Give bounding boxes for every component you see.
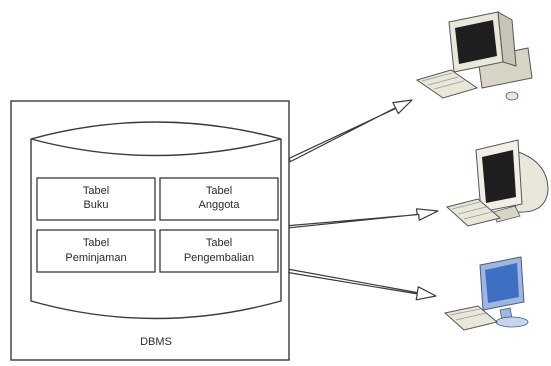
table-label-line1: Tabel <box>83 185 109 197</box>
lcd-monitor-computer-icon <box>443 256 529 331</box>
desktop-computer-icon <box>415 11 533 101</box>
table-label-line2: Pengembalian <box>184 252 254 264</box>
table-label-line1: Tabel <box>83 237 109 249</box>
table-box-anggota: Tabel Anggota <box>159 177 279 221</box>
cylinder-top-edge <box>30 138 282 157</box>
arrow-to-client-1 <box>288 99 413 163</box>
table-box-peminjaman: Tabel Peminjaman <box>36 229 156 273</box>
table-label-line2: Anggota <box>199 199 241 211</box>
crt-monitor-computer-icon <box>445 139 549 227</box>
table-box-pengembalian: Tabel Pengembalian <box>159 229 279 273</box>
arrow-to-client-3 <box>288 268 437 301</box>
arrow-to-client-2 <box>288 208 439 229</box>
dbms-label: DBMS <box>140 336 172 348</box>
table-label-line2: Peminjaman <box>65 252 126 264</box>
table-label-line1: Tabel <box>206 237 232 249</box>
table-box-buku: Tabel Buku <box>36 177 156 221</box>
table-label-line1: Tabel <box>206 185 232 197</box>
table-label-line2: Buku <box>83 199 108 211</box>
